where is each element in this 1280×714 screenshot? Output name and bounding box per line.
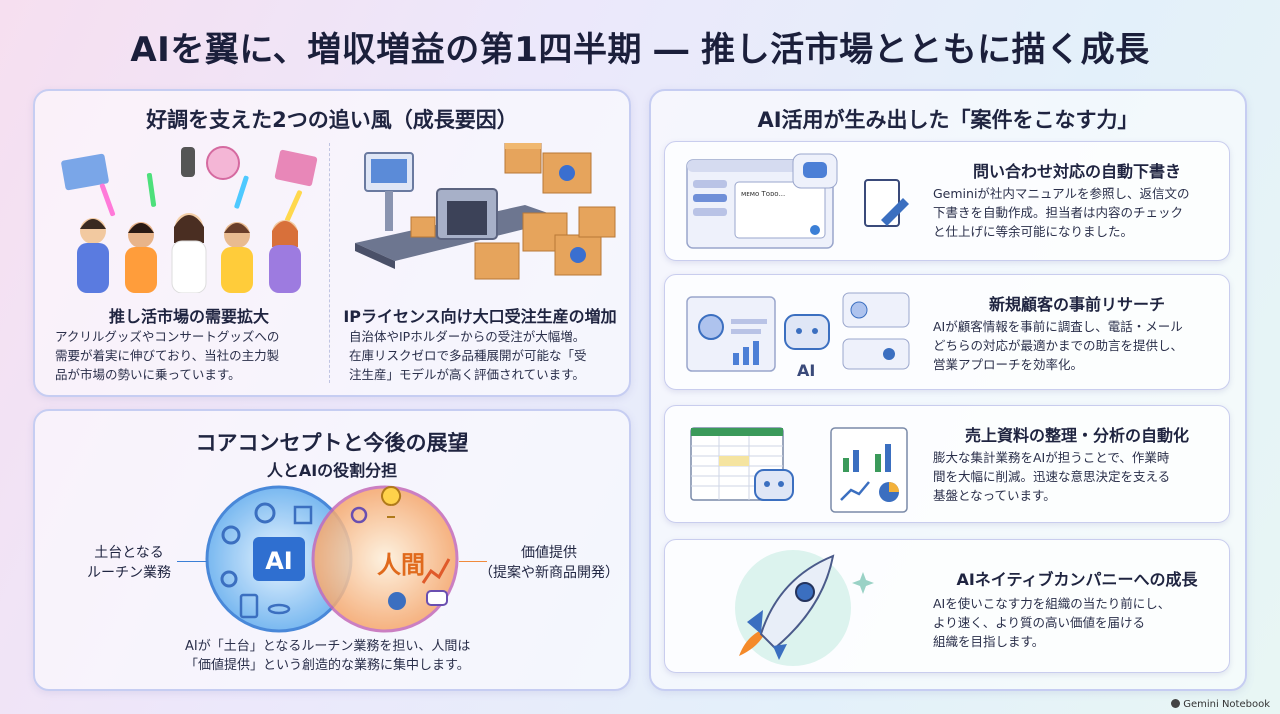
page-title: AIを翼に、増収増益の第1四半期 ― 推し活市場とともに描く成長 bbox=[130, 30, 1150, 70]
rocket-body bbox=[759, 554, 835, 650]
robot-icon bbox=[754, 469, 794, 501]
rocket-flame bbox=[739, 628, 767, 656]
human-role-label: 価値提供（提案や新商品開発） bbox=[479, 545, 619, 581]
fan-person bbox=[77, 218, 109, 293]
fan-person bbox=[269, 220, 301, 293]
core-concept-title: コアコンセプトと今後の展望 bbox=[195, 431, 469, 455]
core-concept-panel: コアコンセプトと今後の展望 人とAIの役割分担 土台となるルーチン業務 AI bbox=[33, 409, 631, 691]
cardboard-box bbox=[504, 143, 542, 174]
search-icon bbox=[350, 506, 368, 524]
human-connector-line bbox=[459, 561, 487, 562]
gear-icon bbox=[220, 570, 238, 588]
pencil-icon bbox=[881, 198, 909, 226]
card-ai-native-title: AIネイティブカンパニーへの成長 bbox=[956, 570, 1198, 589]
growth-factors-panel: 好調を支えた2つの追い風（成長要因） bbox=[33, 89, 631, 397]
growth-left-title: 推し活市場の需要拡大 bbox=[108, 307, 269, 326]
card-sales-analysis-title: 売上資料の整理・分析の自動化 bbox=[964, 426, 1189, 445]
draft-sample-text: ᴍᴇᴍᴏ Tᴏᴅᴏ... bbox=[741, 190, 785, 198]
ai-chip-center bbox=[253, 537, 305, 581]
cardboard-box bbox=[578, 206, 616, 238]
growth-right-text: 自治体やIPホルダーからの受注が大幅増。在庫リスクゼロで多品種展開が可能な「受注… bbox=[349, 329, 587, 382]
cardboard-box bbox=[474, 242, 520, 280]
cardboard-box bbox=[542, 152, 592, 194]
fan-person bbox=[221, 222, 253, 293]
research-ai-label: AI bbox=[797, 361, 816, 380]
cardboard-box bbox=[410, 216, 436, 238]
card-customer-research-text: AIが顧客情報を事前に調査し、電話・メールどちらの対応が最適かまでの助言を提供し… bbox=[933, 319, 1184, 372]
ai-circle-label: AI bbox=[265, 547, 293, 575]
people-icon bbox=[388, 592, 406, 610]
fan-person bbox=[171, 213, 207, 293]
concept-caption: AIが「土台」となるルーチン業務を担い、人間は「価値提供」という創造的な業務に集… bbox=[185, 639, 471, 673]
fan-figure bbox=[181, 147, 195, 177]
lightbulb-icon bbox=[381, 486, 402, 518]
fan-person bbox=[125, 222, 157, 293]
profile-bubble bbox=[842, 292, 910, 328]
factory-conveyor-illustration bbox=[355, 143, 616, 280]
spreadsheet-illustration bbox=[690, 427, 908, 513]
role-sharing-subtitle: 人とAIの役割分担 bbox=[266, 461, 398, 480]
ai-connector-line bbox=[177, 561, 207, 562]
card-customer-research: AI 新規顧客の事前リサーチ AIが顧客情報を事前に調査し、電話・メールどちらの… bbox=[664, 274, 1230, 390]
robot-icon bbox=[803, 162, 827, 178]
speech-bubble-icon bbox=[426, 590, 448, 606]
glow-stick bbox=[99, 183, 116, 217]
footer-brand-text: Gemini Notebook bbox=[1183, 699, 1270, 710]
card-auto-draft-title: 問い合わせ対応の自動下書き bbox=[972, 162, 1181, 181]
cardboard-box bbox=[522, 212, 568, 252]
fan-banner-right bbox=[274, 149, 318, 187]
research-illustration bbox=[686, 292, 910, 372]
rocket-window bbox=[795, 582, 815, 602]
growth-divider bbox=[329, 143, 330, 383]
human-circle bbox=[311, 485, 459, 633]
robot-icon bbox=[784, 314, 830, 350]
growth-factors-title: 好調を支えた2つの追い風（成長要因） bbox=[146, 108, 518, 132]
profile-icon bbox=[698, 314, 724, 340]
growth-right-title: IPライセンス向け大口受注生産の増加 bbox=[343, 307, 617, 326]
glow-stick bbox=[234, 175, 249, 209]
server-icon bbox=[239, 593, 259, 619]
rocket-illustration bbox=[735, 550, 874, 666]
fan-fan-prop bbox=[206, 146, 240, 180]
database-icon bbox=[267, 603, 291, 615]
gear-icon bbox=[254, 502, 276, 524]
card-ai-native-text: AIを使いこなす力を組織の当たり前にし、より速く、より質の高い価値を届ける組織を… bbox=[933, 596, 1171, 649]
card-auto-draft: ᴍᴇᴍᴏ Tᴏᴅᴏ... 問い合わせ対応の自動下書き Geminiが社内マニュア… bbox=[664, 141, 1230, 261]
ai-power-title: AI活用が生み出した「案件をこなす力」 bbox=[757, 108, 1139, 132]
sparkle-icon bbox=[852, 572, 874, 594]
card-ai-native: AIネイティブカンパニーへの成長 AIを使いこなす力を組織の当たり前にし、より速… bbox=[664, 539, 1230, 673]
growth-left-text: アクリルグッズやコンサートグッズへの需要が着実に伸びており、当社の主力製品が市場… bbox=[55, 329, 280, 382]
gear-icon bbox=[221, 525, 241, 545]
glow-stick bbox=[284, 190, 303, 223]
ai-role-label: 土台となるルーチン業務 bbox=[87, 545, 171, 581]
chat-window-illustration: ᴍᴇᴍᴏ Tᴏᴅᴏ... bbox=[686, 153, 909, 249]
card-sales-analysis-text: 膨大な集計業務をAIが担うことで、作業時間を大幅に削減。迅速な意思決定を支える基… bbox=[933, 450, 1171, 503]
cardboard-box bbox=[554, 234, 602, 276]
glow-stick bbox=[146, 173, 157, 207]
venn-diagram bbox=[205, 485, 459, 633]
bar-chart-icon bbox=[733, 353, 739, 365]
footer-brand: Gemini Notebook bbox=[1171, 699, 1270, 710]
chip-icon bbox=[293, 505, 313, 525]
card-customer-research-title: 新規顧客の事前リサーチ bbox=[988, 295, 1165, 314]
card-auto-draft-text: Geminiが社内マニュアルを参照し、返信文の下書きを自動作成。担当者は内容のチ… bbox=[933, 186, 1190, 239]
line-chart-icon bbox=[840, 481, 870, 501]
fan-banner-left bbox=[61, 153, 109, 191]
brand-logo-icon bbox=[1171, 699, 1181, 708]
human-circle-label: 人間 bbox=[377, 551, 425, 579]
chat-bubble bbox=[842, 338, 910, 370]
card-sales-analysis: 売上資料の整理・分析の自動化 膨大な集計業務をAIが担うことで、作業時間を大幅に… bbox=[664, 405, 1230, 523]
chart-growth-icon bbox=[421, 558, 451, 584]
fans-cheering-illustration bbox=[61, 146, 318, 293]
